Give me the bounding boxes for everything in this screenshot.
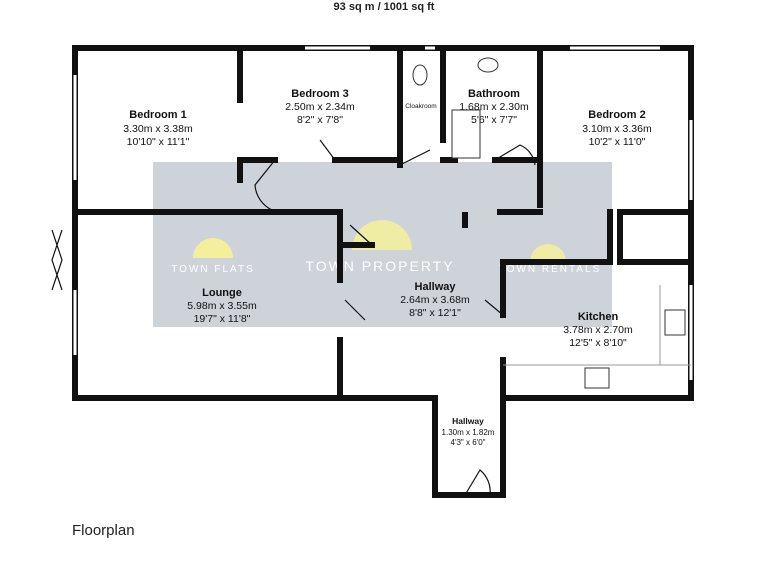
svg-text:Hallway: Hallway (415, 281, 457, 293)
room-bathroom: Bathroom 1.68m x 2.30m 5'6" x 7'7" (459, 88, 529, 126)
watermark-left: TOWN FLATS (171, 264, 255, 275)
svg-text:2.64m x 3.68m: 2.64m x 3.68m (400, 294, 470, 306)
room-bedroom-1: Bedroom 1 3.30m x 3.38m 10'10" x 11'1" (123, 109, 193, 148)
watermark-right: TOWN RENTALS (499, 264, 602, 275)
svg-text:Bedroom 2: Bedroom 2 (588, 109, 645, 121)
svg-text:Hallway: Hallway (452, 416, 484, 426)
svg-text:2.50m x 2.34m: 2.50m x 2.34m (285, 101, 355, 113)
svg-text:8'8" x 12'1": 8'8" x 12'1" (409, 307, 461, 319)
svg-text:8'2" x 7'8": 8'2" x 7'8" (297, 114, 343, 126)
room-bedroom-3: Bedroom 3 2.50m x 2.34m 8'2" x 7'8" (285, 88, 355, 126)
svg-text:1.30m x 1.82m: 1.30m x 1.82m (442, 428, 495, 437)
svg-text:Kitchen: Kitchen (578, 311, 619, 323)
room-bedroom-2: Bedroom 2 3.10m x 3.36m 10'2" x 11'0" (582, 109, 652, 148)
bath-icon (451, 109, 481, 159)
walls (72, 45, 694, 498)
svg-text:Bedroom 3: Bedroom 3 (291, 88, 348, 100)
svg-text:3.30m x 3.38m: 3.30m x 3.38m (123, 123, 193, 135)
room-kitchen: Kitchen 3.78m x 2.70m 12'5" x 8'10" (563, 311, 633, 349)
svg-text:Bedroom 1: Bedroom 1 (129, 109, 186, 121)
sink-icon (664, 309, 686, 336)
room-hallway: Hallway 2.64m x 3.68m 8'8" x 12'1" (400, 281, 470, 319)
svg-text:19'7" x 11'8": 19'7" x 11'8" (194, 313, 251, 325)
room-hallway-entrance: Hallway 1.30m x 1.82m 4'3" x 6'0" (442, 416, 495, 447)
toilet-icon (477, 57, 499, 73)
svg-text:10'10" x 11'1": 10'10" x 11'1" (127, 136, 190, 148)
toilet-icon (412, 64, 428, 86)
watermark-center: TOWN PROPERTY (305, 258, 454, 274)
fixtures (412, 57, 691, 389)
svg-text:5'6" x 7'7": 5'6" x 7'7" (471, 114, 517, 126)
svg-text:3.10m x 3.36m: 3.10m x 3.36m (582, 123, 652, 135)
svg-text:1.68m x 2.30m: 1.68m x 2.30m (459, 101, 529, 113)
hob-icon (584, 367, 610, 389)
svg-text:4'3" x 6'0": 4'3" x 6'0" (451, 438, 486, 447)
room-cloakroom: Cloakroom (405, 103, 436, 110)
door-swings (51, 139, 536, 496)
svg-text:Bathroom: Bathroom (468, 88, 520, 100)
svg-text:5.98m x 3.55m: 5.98m x 3.55m (187, 300, 257, 312)
room-lounge: Lounge 5.98m x 3.55m 19'7" x 11'8" (187, 287, 257, 325)
svg-text:Lounge: Lounge (202, 287, 242, 299)
svg-text:3.78m x 2.70m: 3.78m x 2.70m (563, 324, 633, 336)
floorplan-caption: Floorplan (72, 522, 135, 539)
floor-area: 93 sq m / 1001 sq ft (333, 1, 435, 13)
windows (73, 46, 693, 380)
svg-text:10'2" x 11'0": 10'2" x 11'0" (589, 136, 646, 148)
svg-text:Cloakroom: Cloakroom (405, 103, 436, 110)
svg-text:12'5" x 8'10": 12'5" x 8'10" (569, 337, 627, 349)
